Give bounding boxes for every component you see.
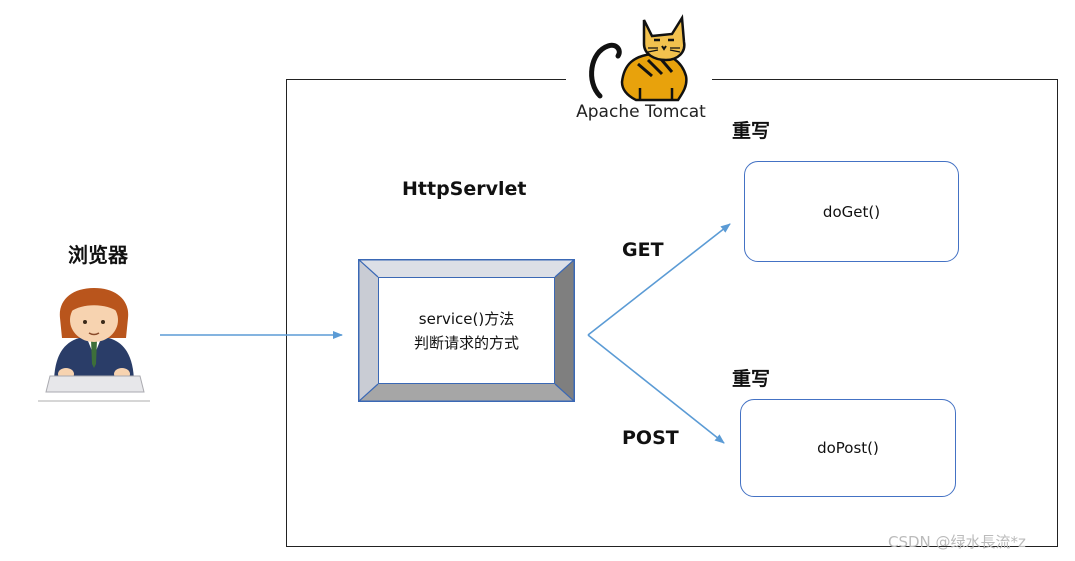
- tomcat-logo-text: Apache Tomcat: [576, 102, 706, 122]
- tomcat-cat-icon: [589, 14, 688, 102]
- override-label-get: 重写: [732, 120, 771, 142]
- service-line-1: service()方法: [418, 309, 515, 328]
- get-arrow: [587, 223, 731, 336]
- user-at-computer-icon: [38, 288, 150, 402]
- service-line-2: 判断请求的方式: [413, 333, 519, 352]
- dopost-box: doPost(): [740, 399, 956, 497]
- httpservlet-label: HttpServlet: [402, 178, 527, 200]
- dopost-label: doPost(): [817, 439, 879, 457]
- watermark: CSDN @绿水長流*z: [888, 533, 1026, 551]
- post-label: POST: [622, 427, 679, 449]
- get-label: GET: [622, 239, 664, 261]
- browser-label: 浏览器: [68, 243, 128, 267]
- override-label-post: 重写: [732, 368, 771, 390]
- bevel-edges: [358, 259, 575, 402]
- doget-label: doGet(): [822, 202, 881, 221]
- post-arrow: [587, 334, 725, 444]
- doget-box: doGet(): [744, 161, 959, 262]
- service-method-box: service()方法 判断请求的方式: [378, 277, 555, 384]
